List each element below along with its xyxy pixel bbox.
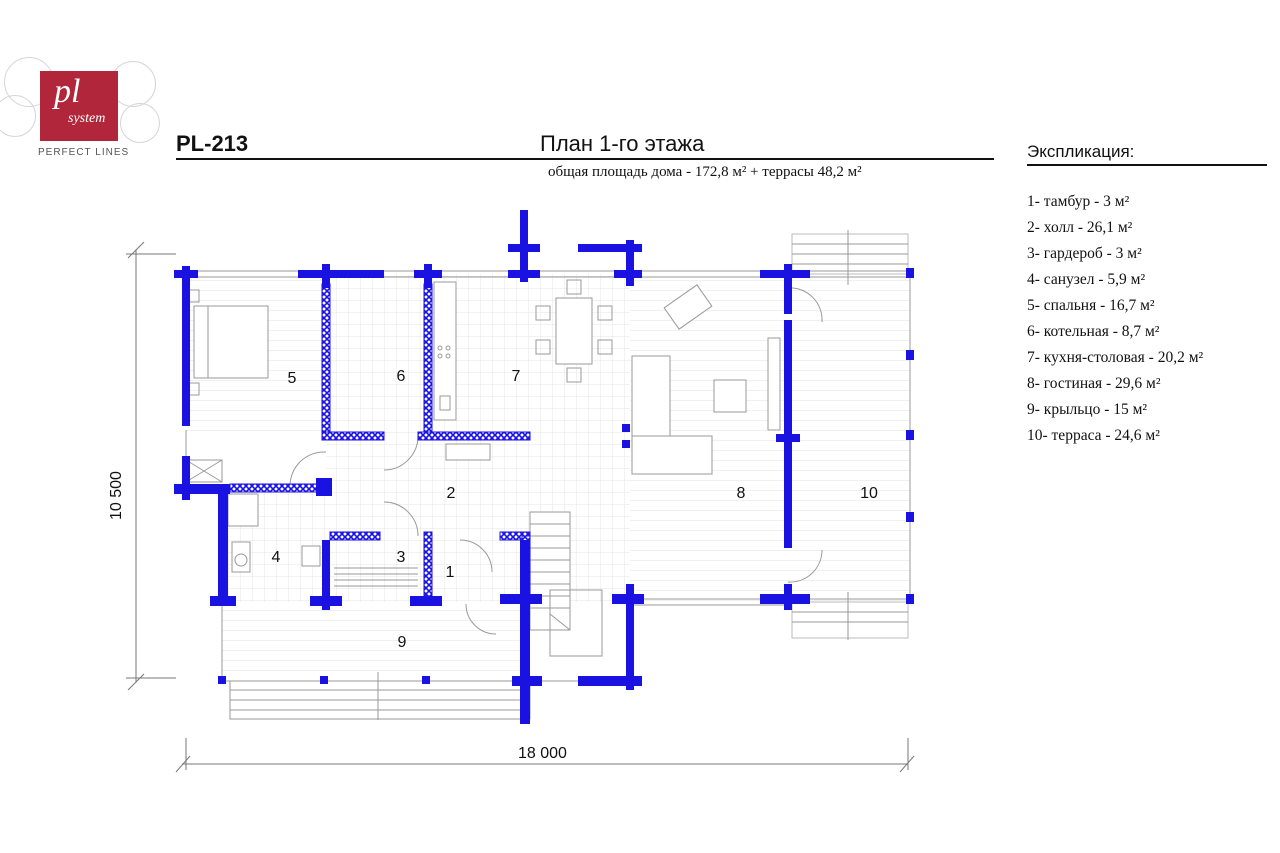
legend-item: 3- гардероб - 3 м² [1027, 245, 1142, 262]
room-label-10: 10 [860, 485, 878, 502]
project-code: PL-213 [176, 131, 249, 156]
legend-item: 6- котельная - 8,7 м² [1027, 323, 1160, 340]
height-dimension-label: 10 500 [108, 471, 125, 520]
legend-title: Экспликация: [1027, 142, 1267, 166]
legend-item: 4- санузел - 5,9 м² [1027, 271, 1146, 288]
dimension-lines [126, 241, 915, 773]
thin-outlines [185, 230, 911, 720]
width-dimension-label: 18 000 [518, 745, 567, 762]
room-label-4: 4 [271, 549, 281, 566]
legend-item: 1- тамбур - 3 м² [1027, 193, 1130, 210]
room-label-2: 2 [446, 485, 456, 502]
room-label-5: 5 [287, 370, 297, 387]
legend-item: 8- гостиная - 29,6 м² [1027, 375, 1161, 392]
area-summary: общая площадь дома - 172,8 м² + террасы … [548, 164, 862, 180]
legend-item: 7- кухня-столовая - 20,2 м² [1027, 349, 1204, 366]
legend-list: 1- тамбур - 3 м² 2- холл - 26,1 м² 3- га… [1027, 189, 1203, 449]
header-divider [176, 158, 994, 160]
logo-pl-text: pl [54, 73, 81, 110]
logo-system-text: system [68, 111, 106, 126]
logo-mark: pl system [40, 71, 118, 141]
room-label-1: 1 [445, 564, 455, 581]
company-logo: pl system PERFECT LINES [0, 55, 165, 165]
legend-item: 2- холл - 26,1 м² [1027, 219, 1133, 236]
logo-tagline: PERFECT LINES [38, 147, 130, 158]
room-label-3: 3 [396, 549, 406, 566]
room-label-8: 8 [736, 485, 746, 502]
page-title: План 1-го этажа [540, 131, 705, 156]
legend-item: 5- спальня - 16,7 м² [1027, 297, 1155, 314]
room-label-9: 9 [397, 634, 407, 651]
legend-item: 9- крыльцо - 15 м² [1027, 401, 1148, 418]
room-label-7: 7 [511, 368, 521, 385]
room-label-6: 6 [396, 368, 406, 385]
log-walls [174, 210, 914, 724]
legend-item: 10- терраса - 24,6 м² [1027, 427, 1160, 444]
